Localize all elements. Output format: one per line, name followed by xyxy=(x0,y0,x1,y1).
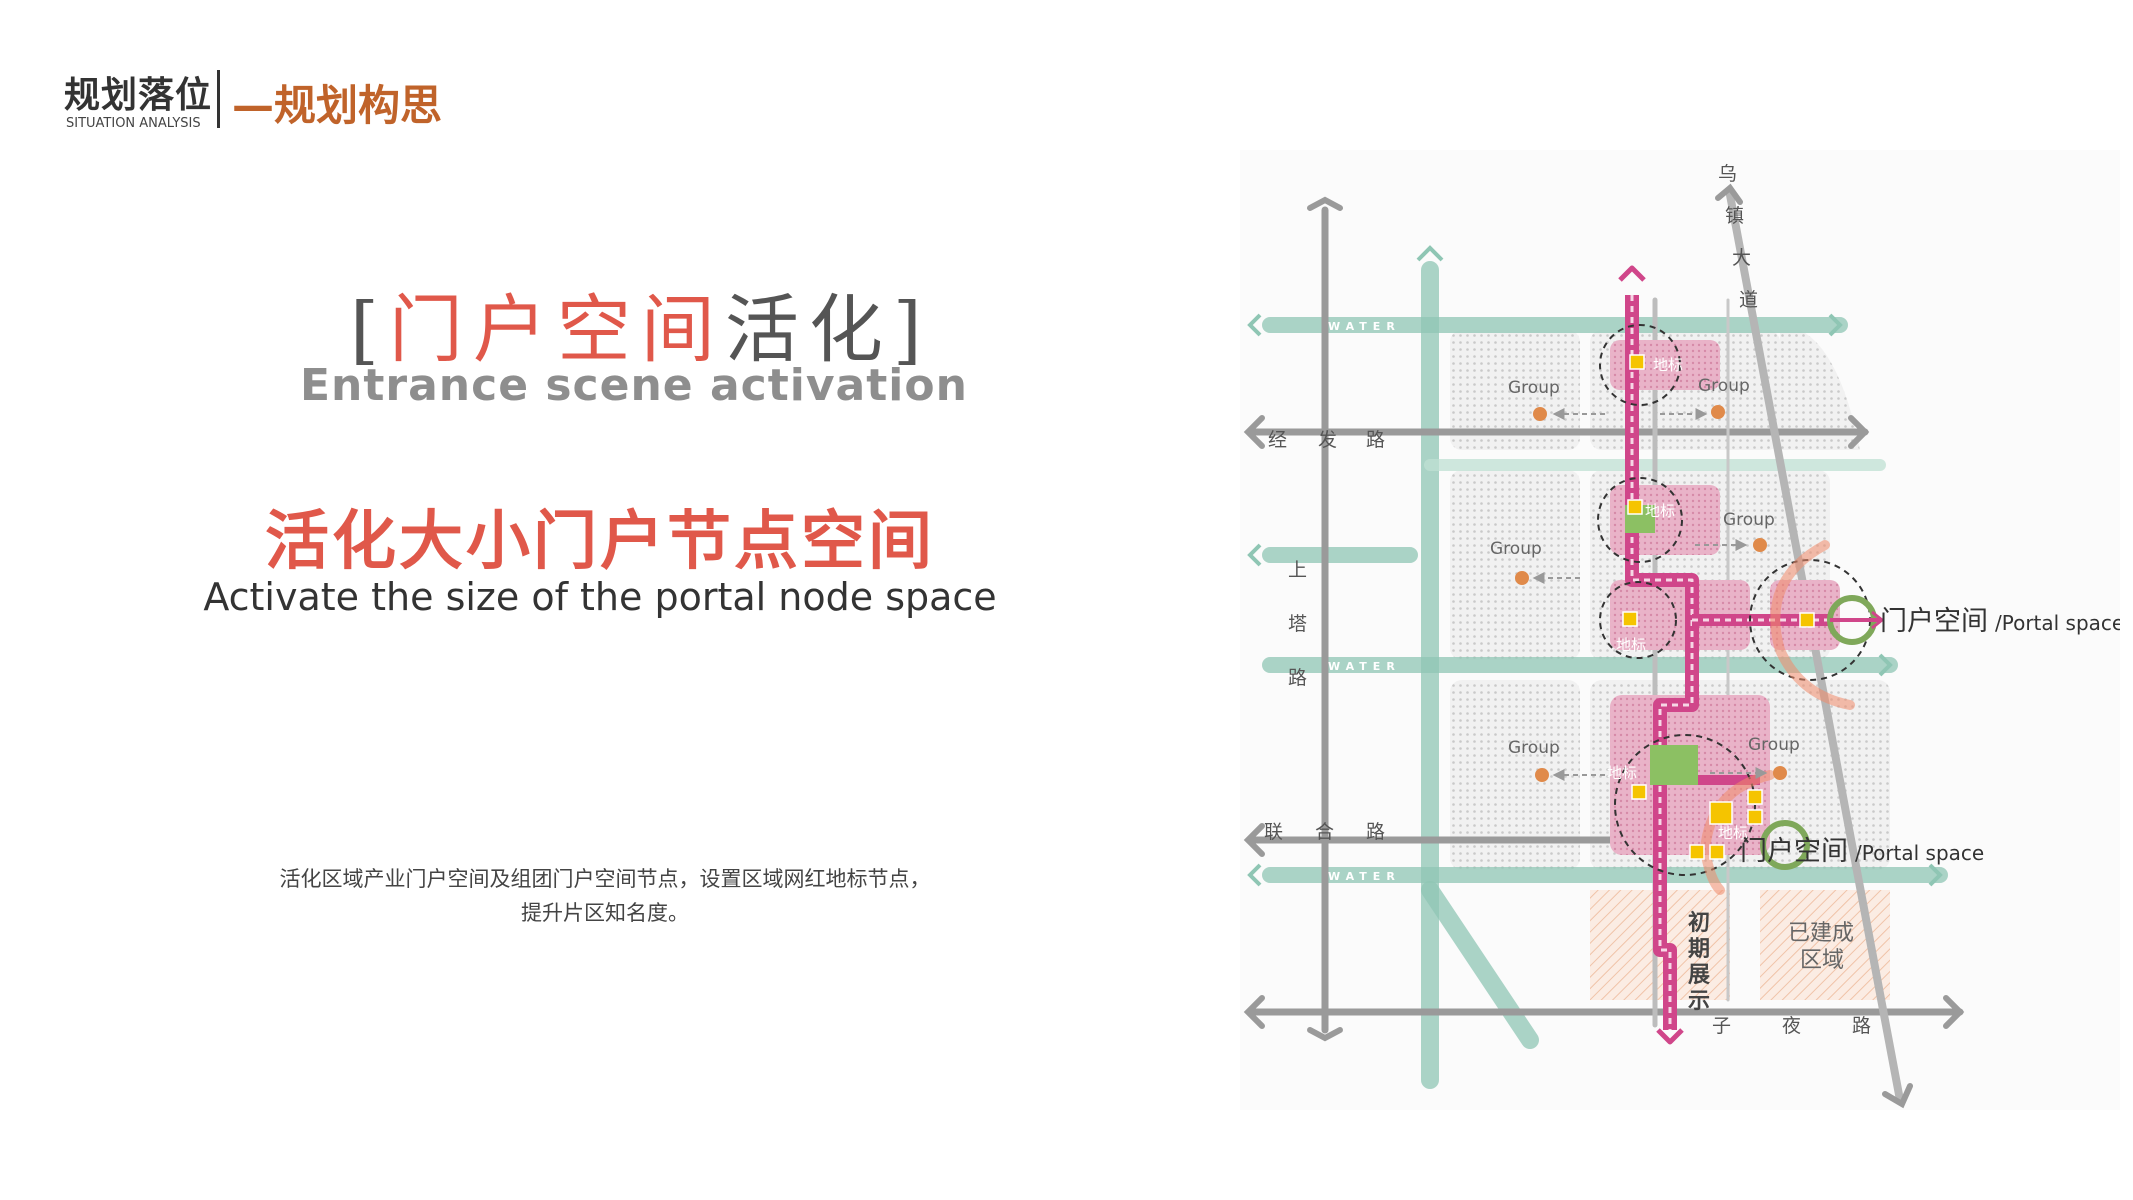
portal-arc xyxy=(1699,770,1775,895)
svg-text:区域: 区域 xyxy=(1800,948,1844,973)
node-circle xyxy=(1599,581,1677,659)
road-label-ziye-3: 路 xyxy=(1852,1015,1871,1037)
block xyxy=(1450,470,1580,660)
water-label: WATER xyxy=(1328,660,1401,673)
road-label-shangta-3: 路 xyxy=(1288,667,1307,689)
group-label: Group xyxy=(1698,376,1750,396)
water-label: WATER xyxy=(1328,320,1401,333)
main-english: Activate the size of the portal node spa… xyxy=(203,575,997,619)
water-arrowheads xyxy=(1247,245,1943,887)
road-label-lianhe-2: 合 xyxy=(1315,821,1334,843)
svg-text:示: 示 xyxy=(1688,989,1710,1014)
landmark-label: 地标 xyxy=(1645,502,1675,520)
node-circle xyxy=(1599,324,1681,406)
node-circle xyxy=(1597,477,1683,563)
group-label: Group xyxy=(1508,378,1560,398)
road-label-wuzhen-1: 乌 xyxy=(1718,163,1737,185)
route-dash xyxy=(1630,295,1694,1030)
road-label-jingfa-3: 路 xyxy=(1366,429,1385,451)
road-label-jingfa-2: 发 xyxy=(1318,429,1337,451)
portal-label-en: /Portal space xyxy=(1855,841,1984,865)
water-label: WATER xyxy=(1328,870,1401,883)
svg-text:初: 初 xyxy=(1688,910,1710,936)
portal-label-cn: 门户空间 xyxy=(1880,606,1988,637)
portal-ring xyxy=(1760,820,1810,870)
landmark-labels: 地标 地标 地标 地标 地标 xyxy=(1607,356,1748,842)
landmark-label: 地标 xyxy=(1607,764,1637,782)
water-labels: WATER WATER WATER xyxy=(1328,320,1401,883)
road-labels: 经 发 路 上 塔 路 联 合 路 子 夜 路 乌 镇 大 道 xyxy=(1264,163,1871,1037)
road-arrowheads xyxy=(1243,183,1965,1109)
pink-block xyxy=(1610,580,1750,650)
block xyxy=(1450,680,1580,870)
section-title: —规划构思 xyxy=(232,81,443,130)
road-label-ziye-1: 子 xyxy=(1712,1015,1731,1037)
road-label-jingfa-1: 经 xyxy=(1268,429,1287,451)
road-label-wuzhen-4: 道 xyxy=(1739,289,1758,311)
portal-label-en: /Portal space xyxy=(1995,611,2120,635)
group-label: Group xyxy=(1748,735,1800,755)
landmark-label: 地标 xyxy=(1718,824,1748,842)
road-label-wuzhen-2: 镇 xyxy=(1725,205,1744,227)
hero-title: [门户空间活化] xyxy=(350,270,922,377)
road-label-shangta-1: 上 xyxy=(1288,559,1307,581)
hero-title-gray: 活化 xyxy=(724,287,893,373)
hero-english: Entrance scene activation xyxy=(300,360,968,411)
green-landmarks xyxy=(1625,505,1698,785)
brand-subtitle: SITUATION ANALYSIS xyxy=(66,116,201,131)
group-nodes xyxy=(1515,405,1787,782)
group-labels: Group Group Group Group Group Group xyxy=(1490,376,1800,758)
block xyxy=(1780,330,1860,450)
block xyxy=(1450,330,1580,450)
hero-close-bracket: ] xyxy=(892,287,932,373)
road-label-shangta-2: 塔 xyxy=(1288,613,1307,635)
portal-labels: 门户空间 /Portal space 门户空间 /Portal space xyxy=(1740,606,2120,867)
brand-title: 规划落位 xyxy=(64,75,213,116)
road-label-ziye-2: 夜 xyxy=(1782,1015,1801,1037)
planning-map: Group Group Group Group Group Group 地标 地… xyxy=(1240,150,2120,1110)
hero-title-red: 门户空间 xyxy=(388,287,725,373)
svg-text:期: 期 xyxy=(1688,937,1710,962)
node-circle xyxy=(1614,734,1756,876)
yellow-landmarks xyxy=(1622,354,1815,860)
road-label-wuzhen-3: 大 xyxy=(1732,247,1751,269)
group-label: Group xyxy=(1490,539,1542,559)
landmark-label: 地标 xyxy=(1616,636,1646,654)
built-area-label: 已建成 区域 xyxy=(1788,921,1854,973)
group-label: Group xyxy=(1723,510,1775,530)
portal-arc xyxy=(1770,540,1855,710)
road-label-lianhe-1: 联 xyxy=(1264,821,1283,843)
initial-display-label: 初 期 展 示 xyxy=(1688,910,1710,1014)
hero-open-bracket: [ xyxy=(350,287,389,373)
portal-label-cn: 门户空间 xyxy=(1740,836,1848,867)
portal-arcs xyxy=(1699,540,1855,895)
svg-text:展: 展 xyxy=(1688,963,1710,988)
landmark-label: 地标 xyxy=(1653,356,1683,374)
main-heading: 活化大小门户节点空间 xyxy=(265,505,935,579)
svg-text:已建成: 已建成 xyxy=(1788,921,1854,946)
group-label: Group xyxy=(1508,738,1560,758)
road-label-lianhe-3: 路 xyxy=(1366,821,1385,843)
header-divider xyxy=(217,70,220,128)
description: 活化区域产业门户空间及组团门户空间节点，设置区域网红地标节点，提升片区知名度。 xyxy=(279,867,931,925)
